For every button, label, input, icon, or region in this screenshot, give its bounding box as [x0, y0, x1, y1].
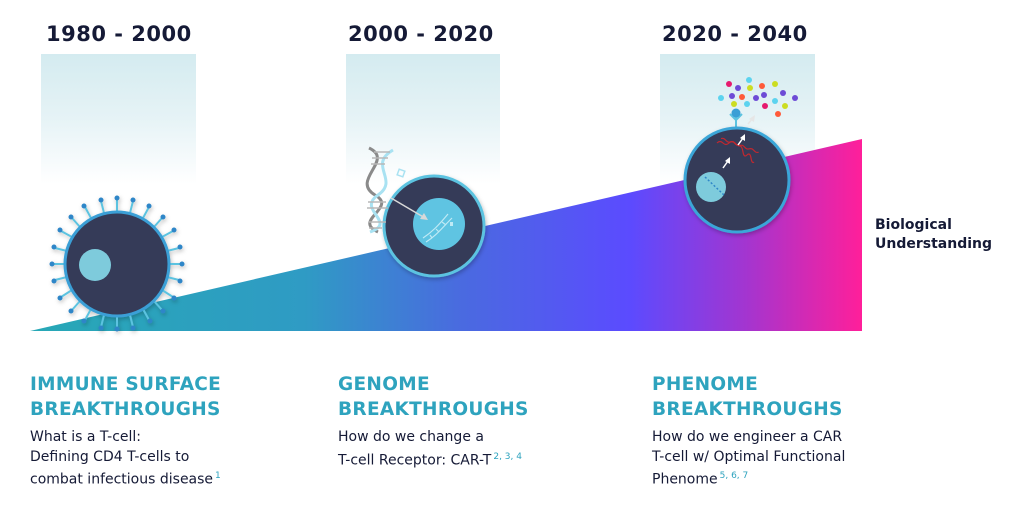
desc-line1: How do we engineer a CAR: [652, 429, 843, 445]
milestone-description: What is a T-cell: Defining CD4 T-cells t…: [30, 428, 221, 490]
axis-label-line2: Understanding: [875, 236, 993, 252]
desc-line3-text: combat infectious disease: [30, 471, 214, 488]
milestone-heading: PHENOME BREAKTHROUGHS: [652, 372, 845, 422]
desc-line2: Defining CD4 T-cells to: [30, 448, 190, 465]
cytokine-secreting-cell-icon: [683, 77, 798, 234]
heading-line2: BREAKTHROUGHS: [652, 399, 843, 420]
era-panel-1: [41, 54, 196, 184]
desc-line2-text: T-cell Receptor: CAR-T: [338, 452, 492, 469]
heading-line1: PHENOME: [652, 374, 759, 395]
biological-understanding-label: Biological Understanding: [875, 216, 992, 254]
era-label-2000-2020: 2000 - 2020: [348, 22, 494, 46]
heading-line2: BREAKTHROUGHS: [338, 399, 529, 420]
t-cell-receptors-icon: [49, 195, 185, 332]
era-label-1980-2000: 1980 - 2000: [46, 22, 192, 46]
milestone-phenome: PHENOME BREAKTHROUGHS How do we engineer…: [652, 372, 845, 490]
milestone-description: How do we engineer a CAR T-cell w/ Optim…: [652, 428, 845, 490]
desc-line1: What is a T-cell:: [30, 429, 142, 445]
milestone-heading: GENOME BREAKTHROUGHS: [338, 372, 529, 422]
desc-line2: T-cell w/ Optimal Functional: [652, 448, 846, 465]
milestone-heading: IMMUNE SURFACE BREAKTHROUGHS: [30, 372, 221, 422]
milestone-immune-surface: IMMUNE SURFACE BREAKTHROUGHS What is a T…: [30, 372, 221, 490]
reference-superscript: 5, 6, 7: [719, 471, 749, 481]
reference-superscript: 2, 3, 4: [493, 451, 522, 462]
dna-insertion-cell-icon: [365, 146, 486, 278]
heading-line1: IMMUNE SURFACE: [30, 374, 222, 395]
desc-line3-text: Phenome: [652, 471, 718, 488]
heading-line1: GENOME: [338, 374, 430, 395]
axis-label-line1: Biological: [875, 217, 952, 233]
reference-superscript: 1: [215, 471, 221, 481]
era-panel-2: [346, 54, 500, 184]
era-label-2020-2040: 2020 - 2040: [662, 22, 808, 46]
milestone-description: How do we change a T-cell Receptor: CAR-…: [338, 428, 529, 471]
heading-line2: BREAKTHROUGHS: [30, 399, 221, 420]
desc-line1: How do we change a: [338, 429, 484, 445]
milestone-genome: GENOME BREAKTHROUGHS How do we change a …: [338, 372, 529, 471]
